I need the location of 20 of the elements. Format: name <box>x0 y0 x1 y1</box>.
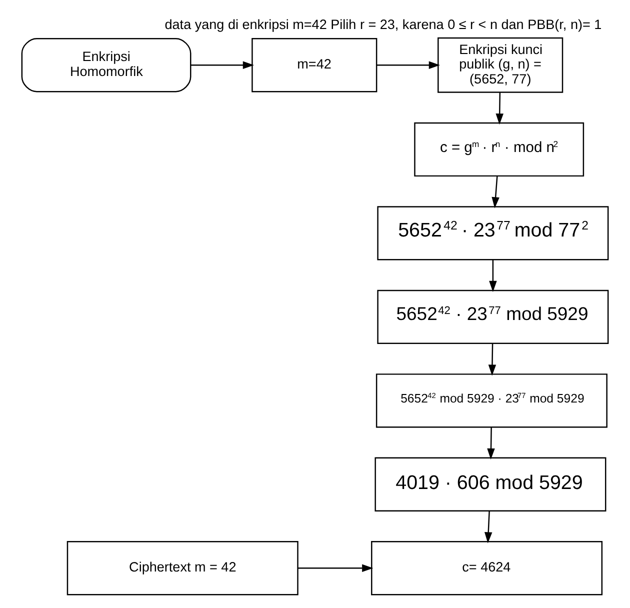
node-box: 5652$^{42}$ · 23$^{77}$ mod 77$^{2}$ <box>377 206 609 260</box>
node-box: Enkripsi Homomorfik <box>21 38 192 92</box>
arrow <box>376 61 440 69</box>
node-box: m=42 <box>252 38 378 92</box>
node-box: 5652$^{42}$ · 23$^{77}$ mod 5929 <box>377 290 609 344</box>
arrow <box>487 427 495 460</box>
diagram-title: data yang di enkripsi m=42 Pilih r = 23, karena 0 ≤ r < n dan PBB(r, n)= 1 <box>164 17 602 32</box>
arrow <box>484 510 492 544</box>
arrow <box>489 260 497 292</box>
node-box: 4019 · 606 mod 5929 <box>374 457 606 512</box>
arrow <box>496 92 504 125</box>
node-box: 5652$^{42}$ mod 5929 · 23$^{77}$ mod 5929 <box>376 374 608 428</box>
node-box: c= 4624 <box>371 541 603 596</box>
node-box: Ciphertext m = 42 <box>66 541 298 596</box>
node-box: c = g$^{m}$ · r$^{n}$ · mod n$^{2}$ <box>414 122 584 177</box>
arrow <box>488 343 496 376</box>
arrow <box>298 564 374 572</box>
arrow <box>190 61 254 69</box>
arrow <box>492 176 500 208</box>
node-box: Enkripsi kunci publik (g, n) = (5652, 77) <box>438 37 564 93</box>
